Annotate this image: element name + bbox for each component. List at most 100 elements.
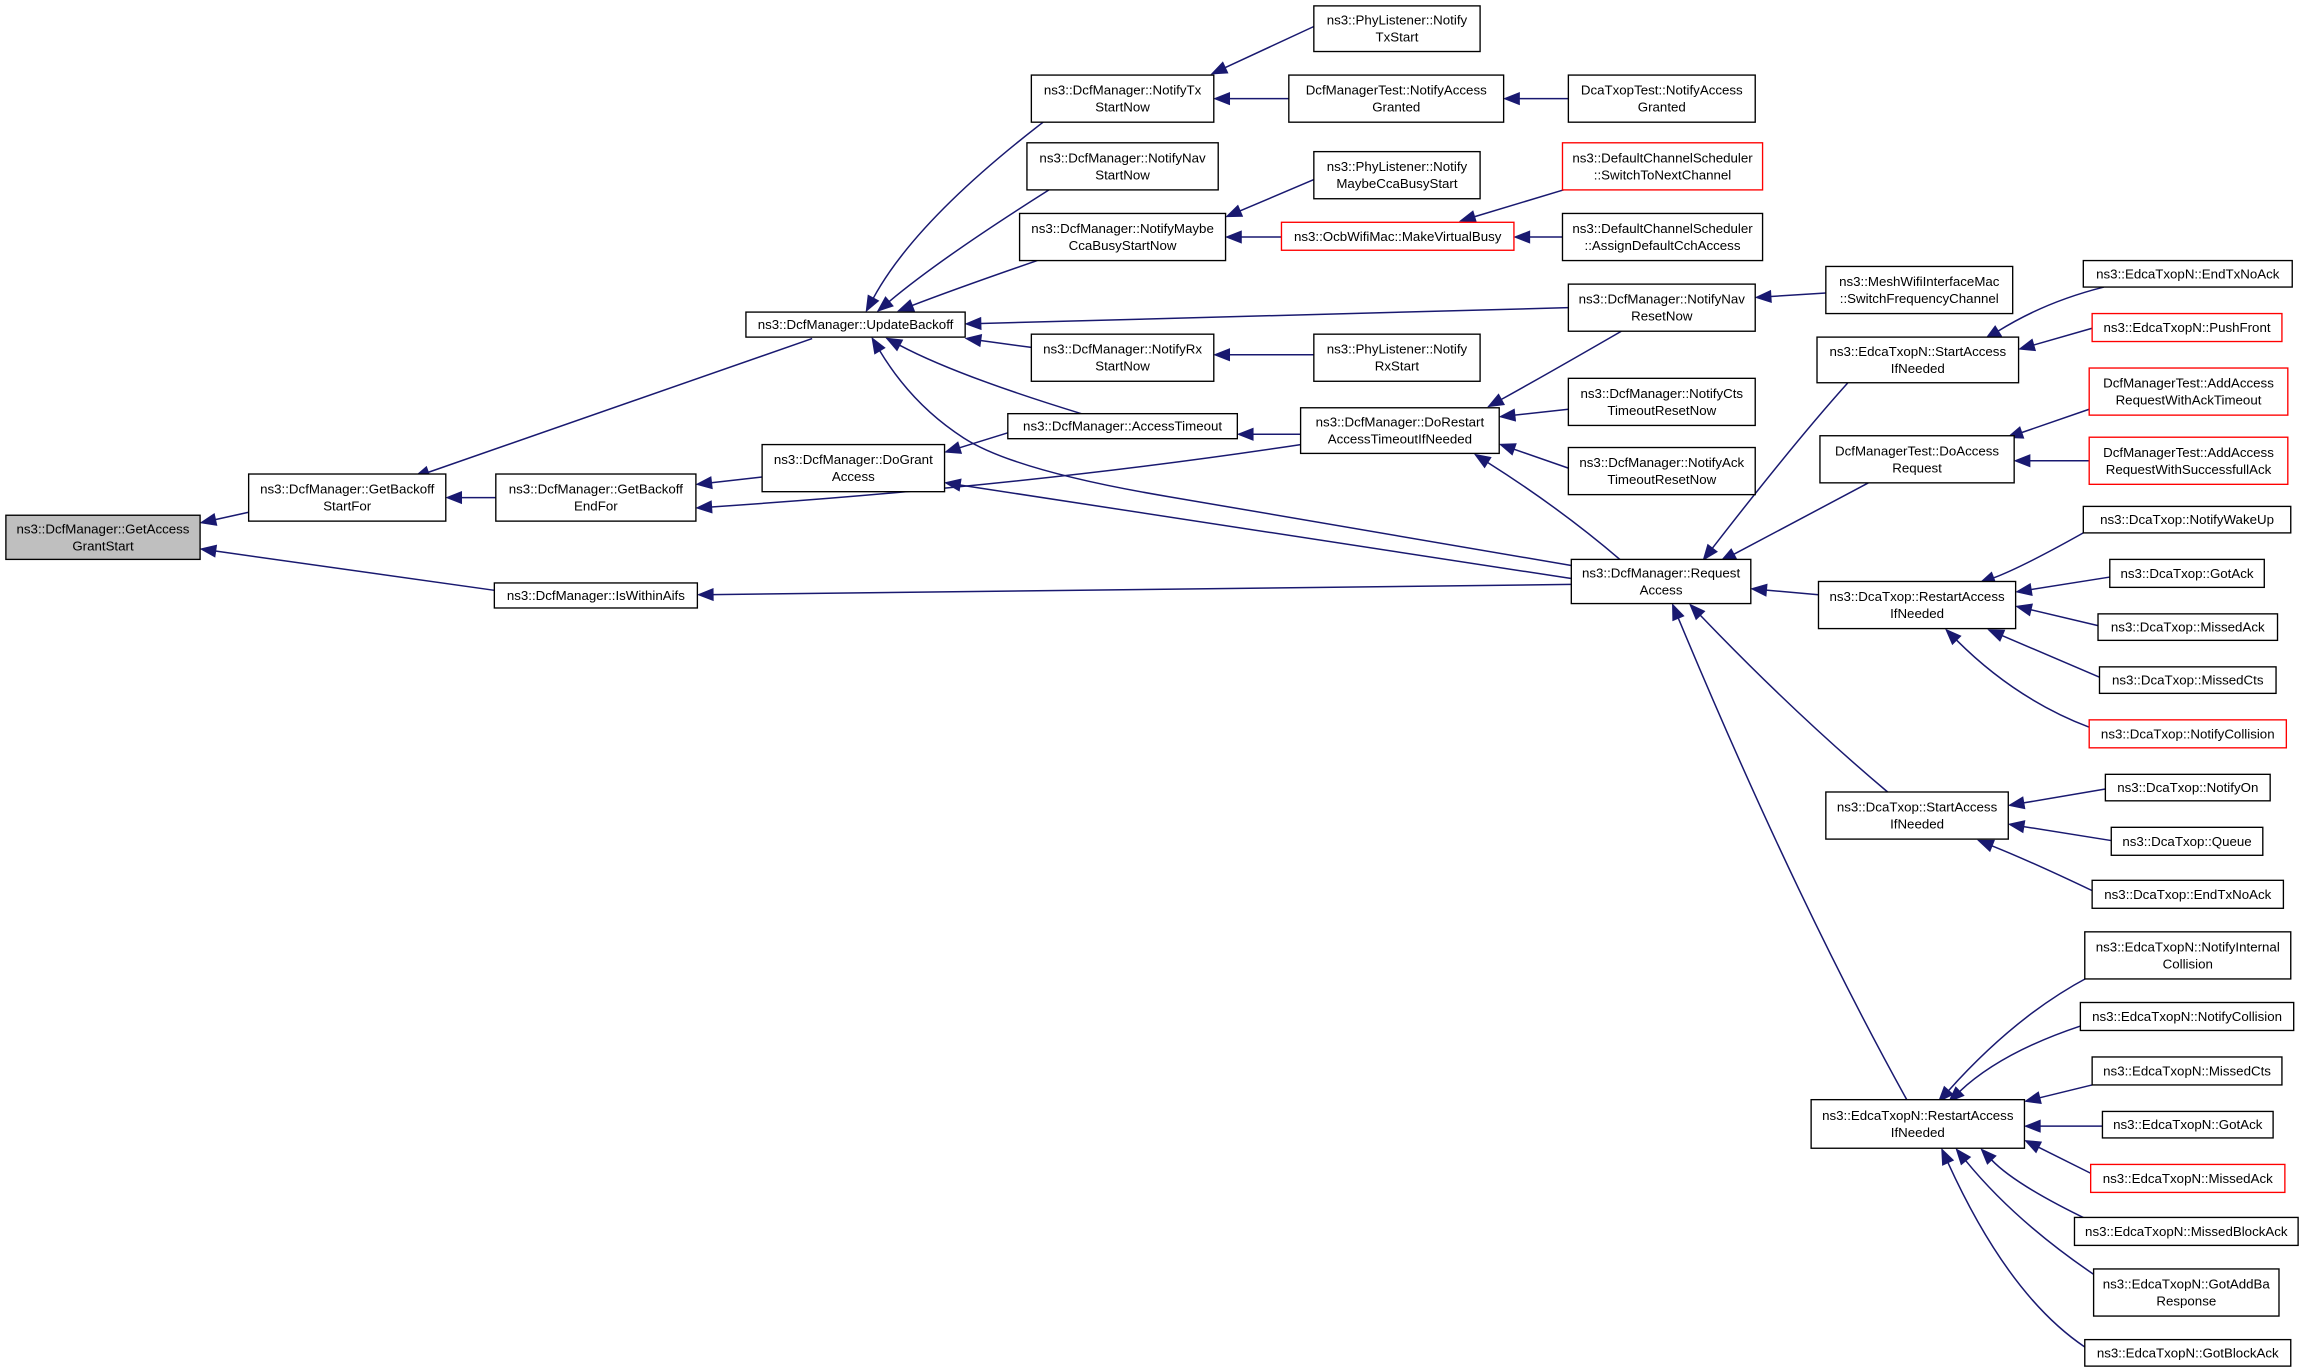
node-ncts[interactable]: ns3::DcfManager::NotifyCtsTimeoutResetNo… [1567, 377, 1756, 427]
node-label-line: ns3::DcaTxop::StartAccess [1837, 800, 1998, 815]
node-dete[interactable]: ns3::DcaTxop::EndTxNoAck [2091, 879, 2285, 909]
node-label-line: StartNow [1095, 167, 1150, 182]
node-label-line: ns3::EdcaTxopN::PushFront [2104, 320, 2271, 335]
node-box [2110, 826, 2264, 856]
node-emc[interactable]: ns3::EdcaTxopN::MissedCts [2091, 1056, 2283, 1086]
node-box [2089, 1163, 2286, 1194]
node-ema[interactable]: ns3::EdcaTxopN::MissedAck [2089, 1163, 2286, 1194]
edge-dtas-to-dtda [2013, 454, 2090, 468]
edge-ra-to-dga [943, 478, 1572, 580]
node-label-line: ns3::DcfManager::NotifyNav [1039, 150, 1206, 165]
node-box [247, 473, 447, 522]
node-ega[interactable]: ns3::EdcaTxopN::GotAck [2101, 1110, 2274, 1139]
node-dnw[interactable]: ns3::DcaTxop::NotifyWakeUp [2082, 505, 2292, 534]
node-label-line: ns3::DcfManager::NotifyCts [1581, 386, 1744, 401]
arrowhead [1503, 92, 1520, 106]
node-box [1825, 265, 2014, 315]
arrowhead [2015, 582, 2033, 596]
node-label-line: AccessTimeoutIfNeeded [1328, 432, 1472, 447]
node-ete[interactable]: ns3::EdcaTxopN::EndTxNoAck [2082, 259, 2293, 288]
arrowhead [1225, 204, 1244, 218]
node-box [5, 514, 201, 561]
node-dga2[interactable]: ns3::DcaTxop::GotAck [2109, 558, 2265, 589]
arrowhead [1976, 839, 1995, 853]
node-iwa[interactable]: ns3::DcfManager::IsWithinAifs [493, 582, 699, 609]
node-dcs2[interactable]: ns3::DefaultChannelScheduler::AssignDefa… [1561, 212, 1764, 262]
node-label-line: ns3::EdcaTxopN::MissedAck [2103, 1171, 2273, 1186]
node-label-line: TimeoutResetNow [1607, 403, 1716, 418]
arrowhead [1672, 603, 1685, 622]
node-ub[interactable]: ns3::DcfManager::UpdateBackoff [745, 311, 966, 338]
arrowhead [2007, 820, 2026, 834]
edge-dtda-to-ra [1719, 482, 1869, 562]
node-plm[interactable]: ns3::PhyListener::NotifyMaybeCcaBusyStar… [1313, 150, 1481, 200]
node-label-line: ns3::EdcaTxopN::NotifyCollision [2092, 1009, 2282, 1024]
node-dma[interactable]: ns3::DcaTxop::MissedAck [2097, 613, 2279, 642]
arrowhead [2015, 603, 2033, 617]
node-egba[interactable]: ns3::EdcaTxopN::GotBlockAck [2084, 1338, 2292, 1367]
arrowhead [897, 299, 916, 312]
node-label-line: ns3::DcfManager::Request [1582, 565, 1740, 580]
node-at[interactable]: ns3::DcfManager::AccessTimeout [1007, 412, 1239, 440]
edge-dcs1-to-ocb [1459, 187, 1569, 223]
node-dq[interactable]: ns3::DcaTxop::Queue [2110, 826, 2264, 856]
node-ocb[interactable]: ns3::OcbWifiMac::MakeVirtualBusy [1280, 221, 1515, 251]
arrowhead [1473, 453, 1492, 469]
node-label-line: ns3::DcfManager::NotifyAck [1579, 455, 1744, 470]
node-box [1567, 283, 1756, 332]
node-box [2091, 1056, 2283, 1086]
node-mwm[interactable]: ns3::MeshWifiInterfaceMac::SwitchFrequen… [1825, 265, 2014, 315]
node-label-line: RxStart [1375, 359, 1420, 374]
node-label-line: ::SwitchFrequencyChannel [1840, 291, 1999, 306]
edge-nnav-to-ub [876, 189, 1050, 312]
arrowhead [2023, 1119, 2041, 1133]
node-box [493, 582, 699, 609]
node-enc[interactable]: ns3::EdcaTxopN::NotifyCollision [2079, 1001, 2295, 1032]
node-dmc[interactable]: ns3::DcaTxop::MissedCts [2098, 666, 2277, 695]
node-label-line: ns3::EdcaTxopN::MissedBlockAck [2085, 1224, 2288, 1239]
arrowhead [1750, 583, 1768, 597]
node-box [2097, 613, 2279, 642]
node-dnc[interactable]: ns3::DcaTxop::NotifyCollision [2088, 719, 2288, 749]
node-box [1817, 580, 2017, 630]
edge-ra-to-ub [871, 336, 1579, 568]
node-label-line: CcaBusyStartNow [1069, 238, 1177, 253]
node-emba[interactable]: ns3::EdcaTxopN::MissedBlockAck [2073, 1216, 2299, 1247]
node-dtaa[interactable]: DcfManagerTest::AddAccessRequestWithAckT… [2088, 367, 2289, 416]
node-dcs1[interactable]: ns3::DefaultChannelScheduler::SwitchToNe… [1561, 142, 1764, 191]
edge-at-to-ub [885, 337, 1082, 415]
node-dno[interactable]: ns3::DcaTxop::NotifyOn [2104, 773, 2271, 802]
node-nack[interactable]: ns3::DcfManager::NotifyAckTimeoutResetNo… [1567, 446, 1756, 496]
node-dtas[interactable]: DcfManagerTest::AddAccessRequestWithSucc… [2088, 436, 2289, 485]
node-box [1561, 142, 1764, 191]
edge-dq-to-dsa [2007, 820, 2112, 842]
node-ncca[interactable]: ns3::DcfManager::NotifyMaybeCcaBusyStart… [1018, 212, 1227, 262]
node-box [2109, 558, 2265, 589]
edge-emba-to-era [1980, 1148, 2090, 1222]
node-epf[interactable]: ns3::EdcaTxopN::PushFront [2091, 312, 2283, 343]
edge-nrx-to-ub [964, 334, 1032, 349]
node-box [1026, 142, 1219, 191]
node-drat[interactable]: ns3::DcfManager::DoRestartAccessTimeoutI… [1299, 407, 1500, 455]
